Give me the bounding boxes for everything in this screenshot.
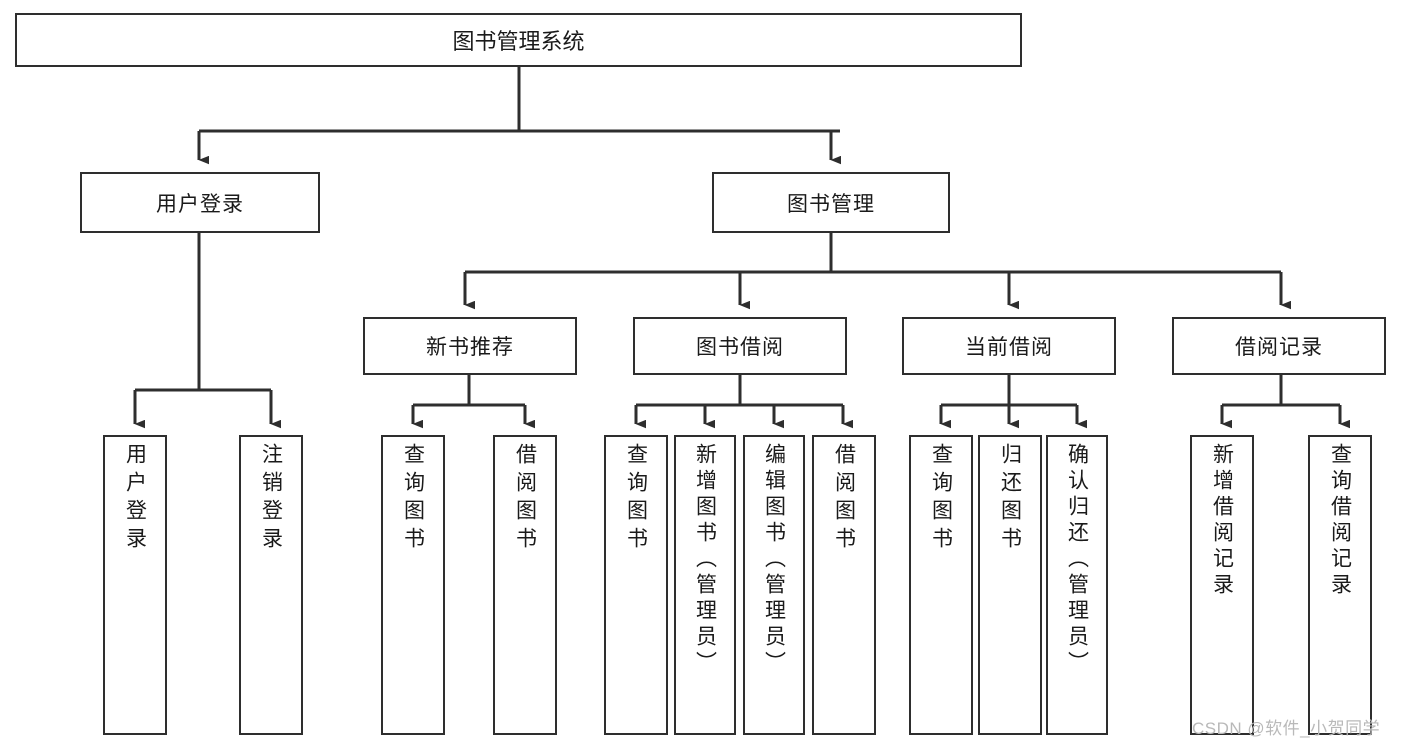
leaf-confirm-return-admin[interactable]: 确认归还（管理员） (1046, 435, 1108, 735)
node-label: 查询图书 (401, 443, 425, 555)
leaf-borrow-book-recommend[interactable]: 借阅图书 (493, 435, 557, 735)
node-label: 查询借阅记录 (1328, 443, 1352, 599)
node-current-borrow[interactable]: 当前借阅 (902, 317, 1116, 375)
node-book-borrow[interactable]: 图书借阅 (633, 317, 847, 375)
node-label: 图书管理系统 (452, 29, 585, 54)
node-label: 用户登录 (123, 443, 147, 555)
node-book-management[interactable]: 图书管理 (712, 172, 950, 233)
node-label: 图书管理 (787, 192, 875, 216)
leaf-edit-book-admin[interactable]: 编辑图书（管理员） (743, 435, 805, 735)
node-borrow-record[interactable]: 借阅记录 (1172, 317, 1386, 375)
leaf-return-book[interactable]: 归还图书 (978, 435, 1042, 735)
leaf-query-borrow-record[interactable]: 查询借阅记录 (1308, 435, 1372, 735)
node-label: 当前借阅 (965, 336, 1053, 359)
node-label: 借阅记录 (1235, 336, 1323, 359)
node-label: 借阅图书 (832, 443, 856, 555)
leaf-logout-login[interactable]: 注销登录 (239, 435, 303, 735)
node-label: 查询图书 (929, 443, 953, 555)
node-root-book-management-system[interactable]: 图书管理系统 (15, 13, 1022, 67)
node-new-book-recommend[interactable]: 新书推荐 (363, 317, 577, 375)
node-label: 新书推荐 (426, 336, 514, 359)
leaf-query-book-current[interactable]: 查询图书 (909, 435, 973, 735)
node-label: 注销登录 (259, 443, 283, 555)
node-label: 编辑图书（管理员） (762, 443, 786, 677)
node-label: 图书借阅 (696, 336, 784, 359)
node-label: 查询图书 (624, 443, 648, 555)
node-label: 归还图书 (998, 443, 1022, 555)
leaf-query-book-borrow[interactable]: 查询图书 (604, 435, 668, 735)
node-label: 借阅图书 (513, 443, 537, 555)
node-label: 确认归还（管理员） (1065, 443, 1089, 677)
leaf-query-book-recommend[interactable]: 查询图书 (381, 435, 445, 735)
node-user-login[interactable]: 用户登录 (80, 172, 320, 233)
leaf-add-borrow-record[interactable]: 新增借阅记录 (1190, 435, 1254, 735)
leaf-user-login[interactable]: 用户登录 (103, 435, 167, 735)
leaf-add-book-admin[interactable]: 新增图书（管理员） (674, 435, 736, 735)
node-label: 用户登录 (156, 192, 244, 216)
node-label: 新增图书（管理员） (693, 443, 717, 677)
node-label: 新增借阅记录 (1210, 443, 1234, 599)
leaf-borrow-book[interactable]: 借阅图书 (812, 435, 876, 735)
